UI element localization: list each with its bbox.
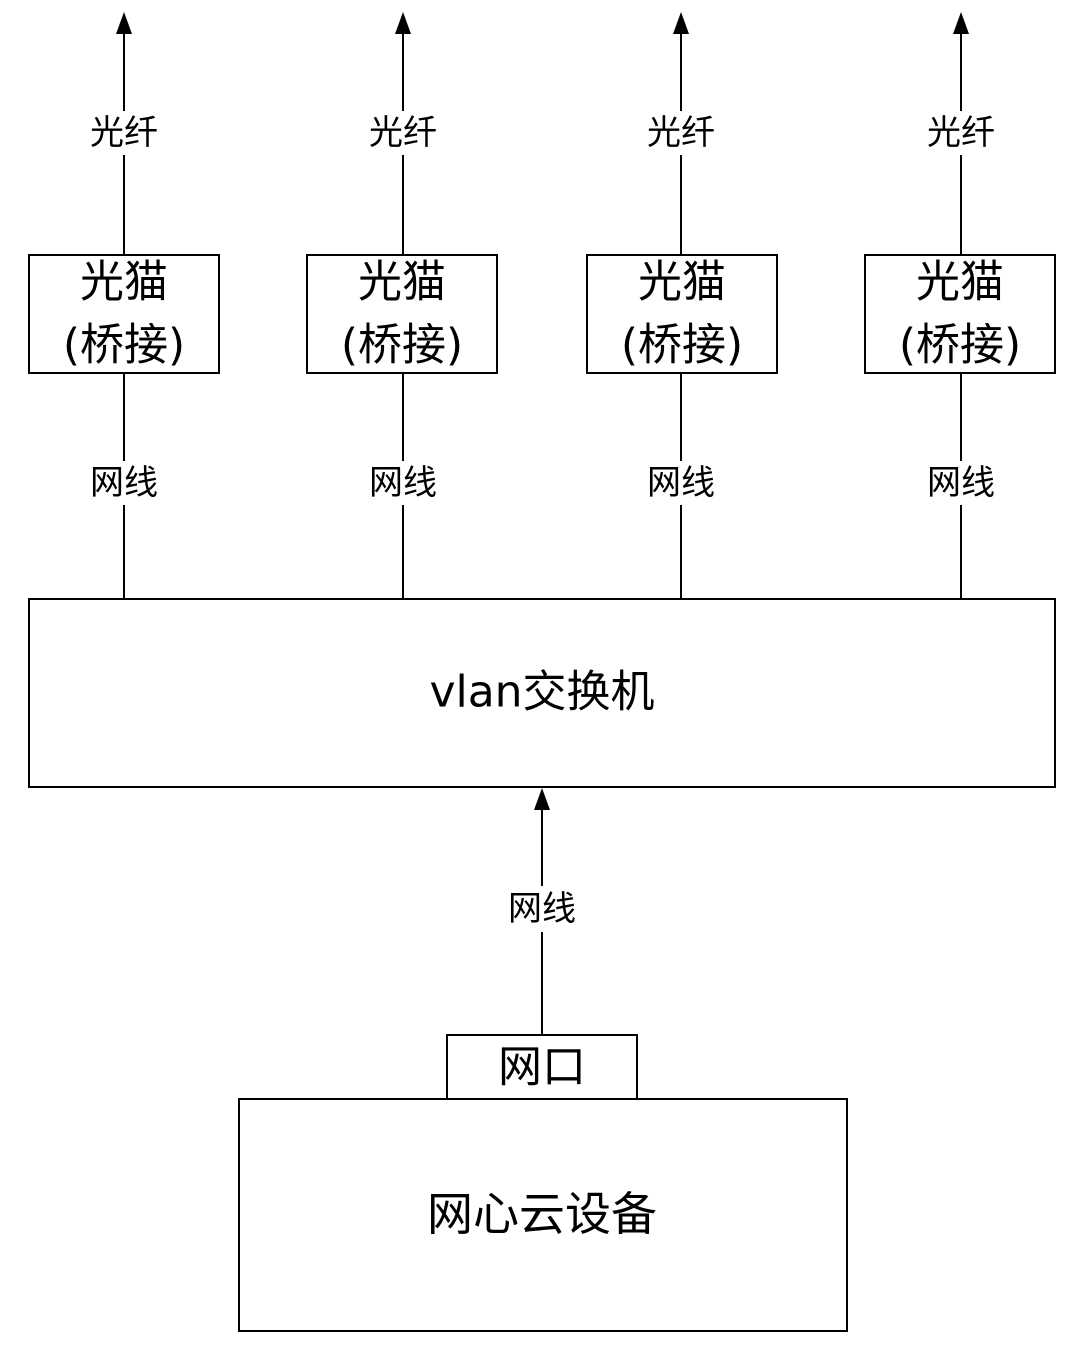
network-port-label: 网口	[498, 1042, 586, 1093]
fiber-arrow-3	[673, 12, 689, 34]
uplink-cable-label: 网线	[508, 889, 576, 929]
cable-label-1: 网线	[90, 463, 158, 503]
optical-modem-mode-1: (桥接)	[63, 320, 185, 371]
fiber-label-2: 光纤	[369, 113, 437, 153]
optical-modem-box-4	[864, 254, 1056, 374]
device-label: 网心云设备	[427, 1187, 657, 1241]
cable-label-3: 网线	[647, 463, 715, 503]
onething-cloud-device: 网心云设备	[238, 1098, 848, 1332]
fiber-label-3: 光纤	[647, 113, 715, 153]
fiber-arrow-4	[953, 12, 969, 34]
modem-column-2: 光纤 光猫 (桥接) 网线	[306, 12, 498, 599]
cable-label-2: 网线	[369, 463, 437, 503]
modem-column-1: 光纤 光猫 (桥接) 网线	[28, 12, 220, 599]
optical-modem-box-1	[28, 254, 220, 374]
vlan-switch: vlan交换机	[28, 598, 1056, 788]
optical-modem-mode-4: (桥接)	[899, 320, 1021, 371]
optical-modem-label-1: 光猫	[80, 257, 168, 308]
vlan-switch-box	[28, 598, 1056, 788]
fiber-label-4: 光纤	[927, 113, 995, 153]
optical-modem-box-2	[306, 254, 498, 374]
optical-modem-label-4: 光猫	[916, 257, 1004, 308]
optical-modem-mode-3: (桥接)	[621, 320, 743, 371]
vlan-switch-label: vlan交换机	[429, 667, 654, 718]
optical-modem-mode-2: (桥接)	[341, 320, 463, 371]
optical-modem-label-2: 光猫	[358, 257, 446, 308]
optical-modem-label-3: 光猫	[638, 257, 726, 308]
fiber-label-1: 光纤	[90, 113, 158, 153]
device-box	[238, 1098, 848, 1332]
fiber-arrow-2	[395, 12, 411, 34]
network-port-box	[446, 1034, 638, 1100]
fiber-arrow-1	[116, 12, 132, 34]
modem-column-3: 光纤 光猫 (桥接) 网线	[586, 12, 778, 599]
uplink-arrow	[534, 788, 550, 810]
network-port: 网口	[446, 1034, 638, 1100]
optical-modem-box-3	[586, 254, 778, 374]
uplink: 网线	[494, 788, 590, 1035]
cable-label-4: 网线	[927, 463, 995, 503]
modem-column-4: 光纤 光猫 (桥接) 网线	[864, 12, 1056, 599]
